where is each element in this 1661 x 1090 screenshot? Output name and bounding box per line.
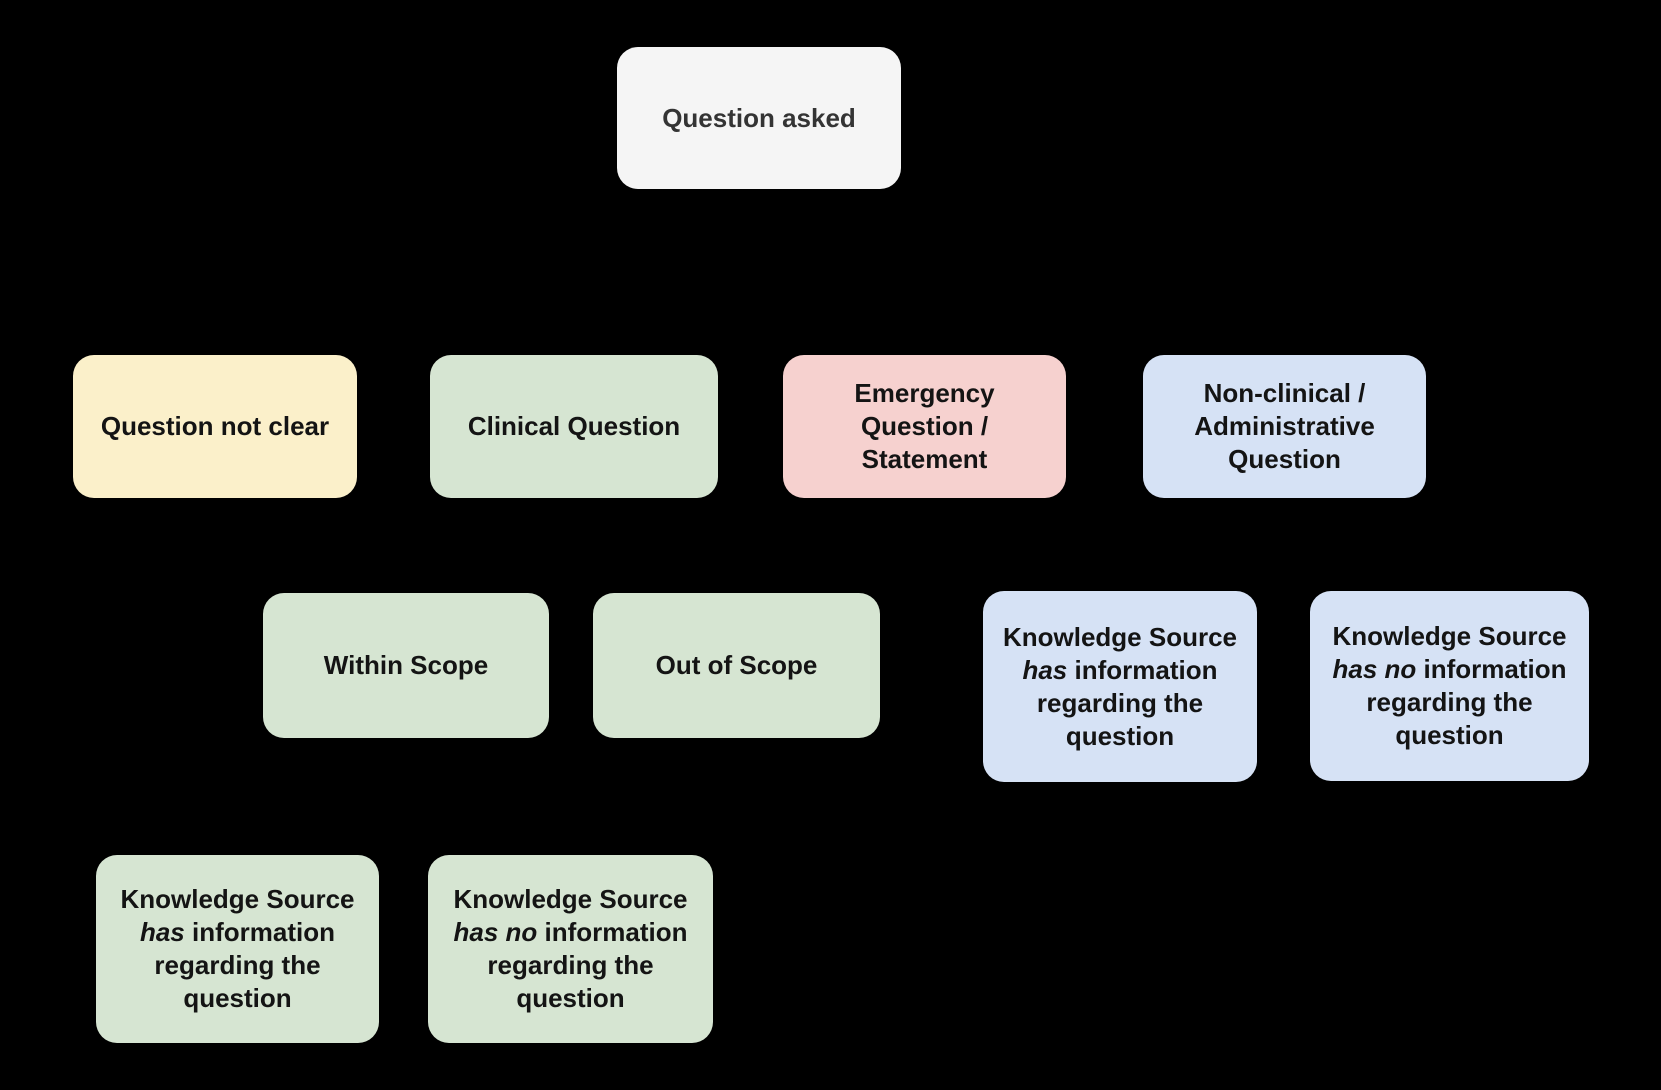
label-line: regarding the [1036,687,1204,718]
label-line: information [1416,654,1567,684]
label-line: information [537,917,688,947]
node-emergency-question-statement-label: Emergency Question / Statement [854,378,995,474]
node-non-clinical-administrative-label: Non-clinical / Administrative Question [1194,378,1375,474]
label-line: Knowledge Source [1332,621,1567,651]
label-line: question [1395,720,1504,750]
label-line: Knowledge Source [1002,621,1238,652]
label-italic: has no [1332,654,1417,684]
node-out-of-scope-label: Out of Scope [655,650,818,680]
node-out-of-scope: Out of Scope [593,593,880,738]
label-line: regarding the [1366,687,1533,717]
node-clinical-question: Clinical Question [430,355,718,498]
label-line: Knowledge Source [120,884,355,914]
label-italic: has [139,917,185,947]
node-question-not-clear-label: Question not clear [100,411,330,441]
label-line: question [183,983,292,1013]
label-italic: has [1022,654,1068,685]
node-question-asked: Question asked [617,47,901,189]
label-italic: has no [453,917,538,947]
label-line: question [1065,720,1175,751]
node-within-scope: Within Scope [263,593,549,738]
label-line: regarding the [487,950,654,980]
label-line: Knowledge Source [453,884,688,914]
label-line: regarding the [154,950,321,980]
node-within-scope-label: Within Scope [323,650,489,680]
node-question-asked-label: Question asked [662,102,856,133]
label-line: information [184,917,335,947]
node-emergency-question-statement: Emergency Question / Statement [783,355,1066,498]
node-clinical-question-label: Clinical Question [467,411,681,441]
node-question-not-clear: Question not clear [73,355,357,498]
label-line: question [516,983,625,1013]
node-non-clinical-administrative: Non-clinical / Administrative Question [1143,355,1426,498]
label-line: information [1067,654,1218,685]
